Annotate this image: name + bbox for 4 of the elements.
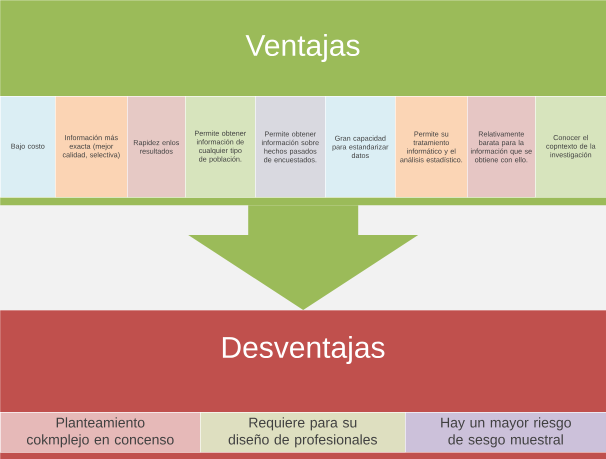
text-box: Requiere para su diseño de profesionales [200,412,406,453]
block-arrow [188,205,418,310]
text-box: Hay un mayor riesgo de sesgo muestral [405,412,606,453]
text-box: Planteamiento cokmplejo en concenso [0,412,201,453]
